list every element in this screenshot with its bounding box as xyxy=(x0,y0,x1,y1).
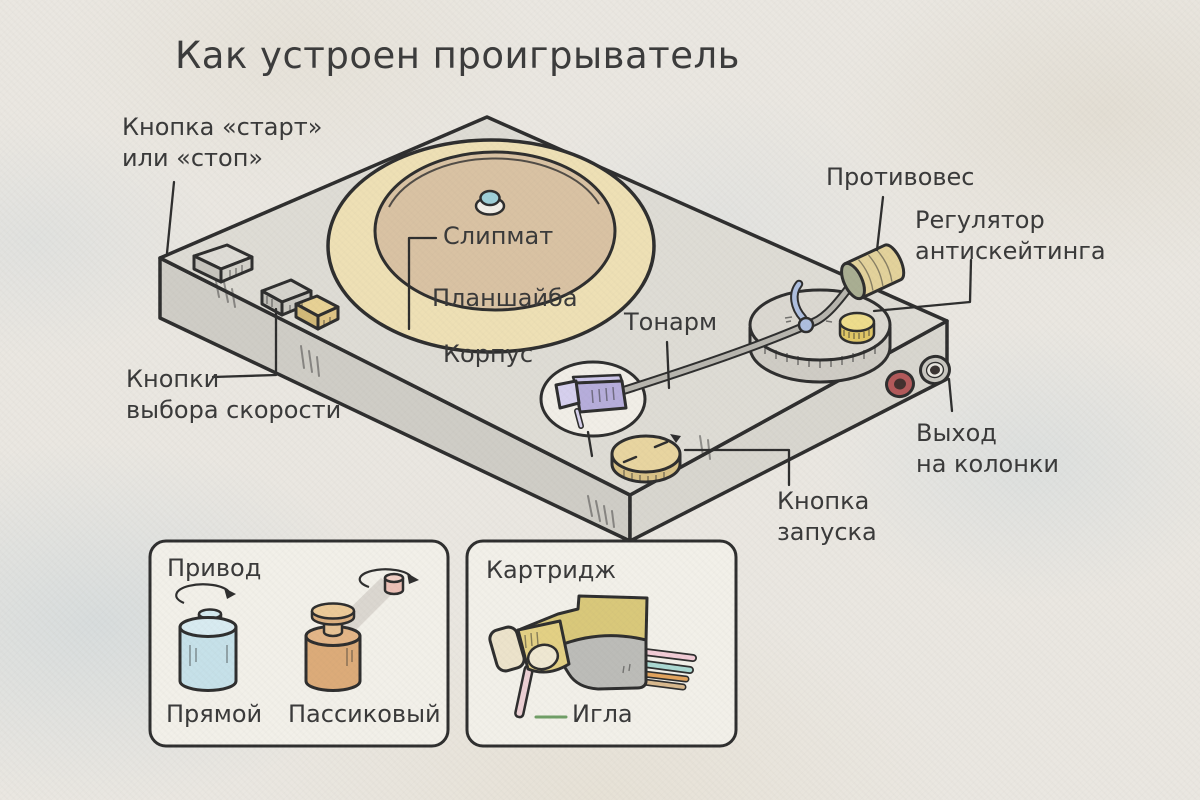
spindle-icon xyxy=(479,189,501,207)
label-start-stop: Кнопка «старт» или «стоп» xyxy=(122,112,322,174)
label-counterweight: Противовес xyxy=(826,163,975,191)
label-line: Выход xyxy=(916,419,997,447)
start-knob xyxy=(610,434,682,484)
label-antiskating: Регулятор антискейтинга xyxy=(915,205,1106,267)
cartridge-box xyxy=(465,539,738,748)
drive-box-title: Привод xyxy=(167,554,262,582)
label-belt-drive: Пассиковый xyxy=(288,700,441,728)
headshell-front-block xyxy=(554,379,581,410)
label-line: выбора скорости xyxy=(126,396,342,424)
headshell-body xyxy=(573,379,628,414)
knob-slot-left xyxy=(622,455,638,464)
label-slipmat: Слипмат xyxy=(443,222,554,250)
base-rim-ticks xyxy=(764,345,876,368)
label-line: Кнопка xyxy=(777,487,870,515)
leader-tonearm xyxy=(665,340,671,390)
knob-slot-right xyxy=(653,440,669,449)
belt-pulley xyxy=(383,572,405,596)
label-platter: Планшайба xyxy=(432,284,578,312)
counterweight-shape xyxy=(840,243,906,301)
label-line: Регулятор xyxy=(915,206,1045,234)
start-stop-button xyxy=(192,243,254,284)
slipmat-inner-arc xyxy=(388,157,600,208)
direct-motor xyxy=(178,608,238,692)
label-tonearm: Тонарм xyxy=(624,308,718,336)
label-needle: Игла xyxy=(572,700,633,728)
headshell-ticks xyxy=(591,386,615,404)
label-line: Кнопки xyxy=(126,365,220,393)
page-title: Как устроен проигрыватель xyxy=(175,34,740,77)
knob-rotation-arrow xyxy=(670,434,681,443)
cartridge-shape xyxy=(488,594,649,691)
leader-start-stop xyxy=(165,180,176,255)
label-line: на колонки xyxy=(916,450,1060,478)
leader-antiskating xyxy=(872,258,973,313)
antiskating-dial xyxy=(838,311,876,345)
leader-start-knob xyxy=(683,448,791,487)
arm-clip xyxy=(790,279,815,334)
base-surface-marks xyxy=(784,316,833,323)
leader-counterweight xyxy=(875,195,885,252)
label-line: Кнопка «старт» xyxy=(122,113,323,141)
speed-buttons xyxy=(260,278,340,331)
label-speed-buttons: Кнопки выбора скорости xyxy=(126,364,341,426)
label-direct-drive: Прямой xyxy=(166,700,263,728)
label-line: антискейтинга xyxy=(915,237,1106,265)
belt-band xyxy=(338,578,396,636)
cartridge-pins xyxy=(640,648,697,691)
label-line: или «стоп» xyxy=(122,144,264,172)
label-line: запуска xyxy=(777,518,877,546)
headshell xyxy=(554,373,628,429)
belt-motor xyxy=(304,602,362,692)
label-chassis: Корпус xyxy=(443,340,534,368)
slipmat-shape xyxy=(373,150,617,312)
cartridge-box-title: Картридж xyxy=(486,556,617,584)
leader-lines xyxy=(165,180,973,487)
leader-output xyxy=(947,377,954,413)
leader-headshell-stub xyxy=(586,430,594,458)
rotation-arrow-direct-icon xyxy=(175,583,236,605)
label-start-knob: Кнопка запуска xyxy=(777,486,877,548)
rotation-arrow-belt-icon xyxy=(358,568,419,589)
tonearm-rod xyxy=(617,280,856,396)
output-jacks xyxy=(885,354,951,399)
label-speaker-output: Выход на колонки xyxy=(916,418,1059,480)
drive-box xyxy=(148,539,450,748)
leader-speed-buttons xyxy=(211,307,278,379)
leader-slipmat xyxy=(407,236,438,331)
